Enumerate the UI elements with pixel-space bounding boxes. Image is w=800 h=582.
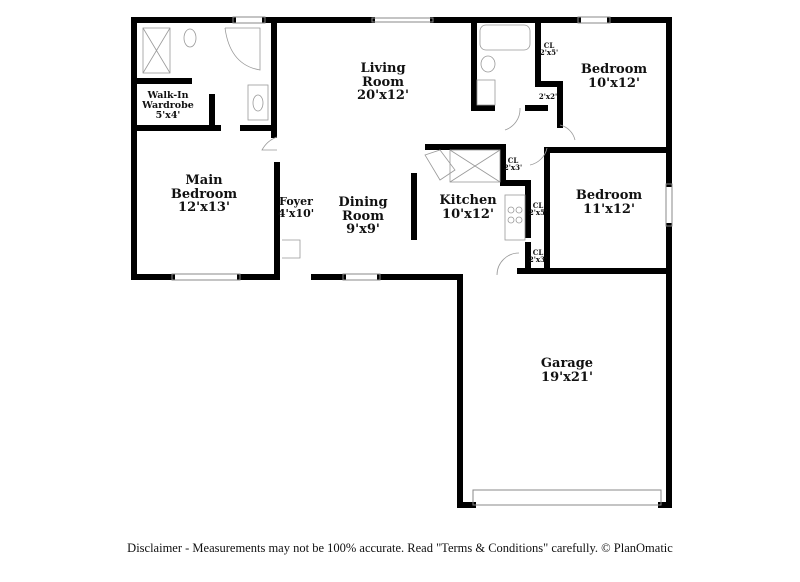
room-name: Wardrobe bbox=[142, 99, 194, 111]
fixtures bbox=[142, 24, 576, 276]
room-size: 4'x10' bbox=[277, 206, 315, 220]
room-name: Foyer bbox=[279, 195, 313, 208]
closet-name: CL bbox=[507, 156, 519, 165]
room-size: 5'x4' bbox=[155, 109, 181, 121]
room-name: Main bbox=[185, 173, 223, 188]
room-name: Bedroom bbox=[170, 186, 238, 202]
room-name: Living bbox=[360, 61, 406, 76]
room-name: Room bbox=[342, 208, 384, 224]
room-name: Room bbox=[362, 74, 404, 90]
closet-name: CL bbox=[532, 248, 544, 257]
room-size: 10'x12' bbox=[442, 206, 494, 222]
room-name: Kitchen bbox=[439, 193, 497, 208]
room-size: 11'x12' bbox=[583, 201, 635, 217]
room-name: Bedroom bbox=[575, 188, 643, 203]
closet-name: CL bbox=[532, 201, 544, 210]
room-name: Dining bbox=[338, 195, 388, 210]
closet-size: 2'x3' bbox=[503, 163, 523, 173]
room-name: Garage bbox=[540, 356, 594, 371]
room-size: 19'x21' bbox=[541, 369, 593, 385]
room-name: Bedroom bbox=[580, 62, 648, 77]
room-size: 20'x12' bbox=[357, 88, 409, 104]
room-size: 9'x9' bbox=[346, 222, 380, 238]
disclaimer: Disclaimer - Measurements may not be 100… bbox=[127, 541, 673, 555]
closet-size: 2'x5' bbox=[528, 208, 548, 218]
closet-size: 2'x3' bbox=[528, 255, 548, 265]
room-size: 12'x13' bbox=[178, 200, 230, 216]
room-size: 10'x12' bbox=[588, 75, 640, 91]
closet-label: 2'x2' bbox=[539, 93, 557, 100]
closet-size: 2'x2' bbox=[538, 92, 558, 101]
room-name: Walk-In bbox=[147, 90, 189, 101]
walls bbox=[131, 17, 672, 508]
closet-size: 2'x5' bbox=[539, 48, 559, 58]
closet-name: CL bbox=[543, 41, 555, 50]
windows bbox=[171, 16, 673, 506]
